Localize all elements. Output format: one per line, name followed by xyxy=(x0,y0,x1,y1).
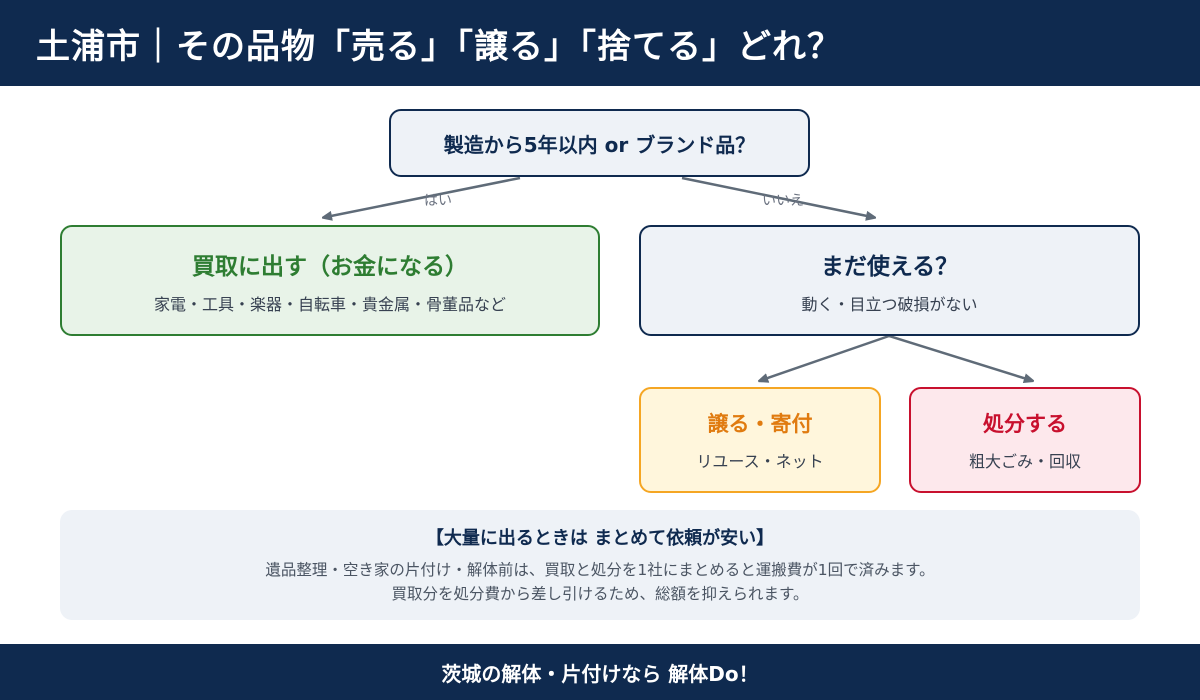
question-text: 製造から5年以内 or ブランド品？ xyxy=(443,132,756,157)
dispose-title: 処分する xyxy=(983,412,1067,436)
note-line-1: 遺品整理・空き家の片付け・解体前は、買取と処分を1社にまとめると運搬費が1回で済… xyxy=(265,560,935,579)
note-line-2: 買取分を処分費から差し引けるため、総額を抑えられます。 xyxy=(391,585,809,603)
page-title: 土浦市｜その品物「売る」「譲る」「捨てる」どれ？ xyxy=(0,0,1200,86)
give-title: 譲る・寄付 xyxy=(707,412,813,436)
arrow-to-dispose xyxy=(888,334,1030,380)
buy-title: 買取に出す（お金になる） xyxy=(192,253,468,280)
usable-subtitle: 動く・目立つ破損がない xyxy=(801,294,978,314)
arrow-to-usable xyxy=(681,176,872,217)
arrow-to-buy xyxy=(326,176,521,217)
give-node: 譲る・寄付 リユース・ネット xyxy=(639,387,881,493)
usable-node: まだ使える？ 動く・目立つ破損がない xyxy=(639,225,1140,336)
question-node: 製造から5年以内 or ブランド品？ xyxy=(389,109,810,177)
footer-banner: 茨城の解体・片付けなら 解体Do！ xyxy=(0,644,1200,700)
buy-subtitle: 家電・工具・楽器・自転車・貴金属・骨董品など xyxy=(153,294,506,314)
dispose-node: 処分する 粗大ごみ・回収 xyxy=(909,387,1141,493)
buy-node: 買取に出す（お金になる） 家電・工具・楽器・自転車・貴金属・骨董品など xyxy=(60,225,600,336)
edge-label-no: いいえ xyxy=(762,193,804,209)
dispose-subtitle: 粗大ごみ・回収 xyxy=(968,452,1081,471)
arrow-to-give xyxy=(762,334,890,380)
note-title: 【大量に出るときは まとめて依頼が安い】 xyxy=(425,527,775,549)
give-subtitle: リユース・ネット xyxy=(696,452,824,471)
edge-label-yes: はい xyxy=(424,193,452,209)
bulk-tip-note: 【大量に出るときは まとめて依頼が安い】 遺品整理・空き家の片付け・解体前は、買… xyxy=(60,510,1140,620)
usable-title: まだ使える？ xyxy=(820,253,959,280)
